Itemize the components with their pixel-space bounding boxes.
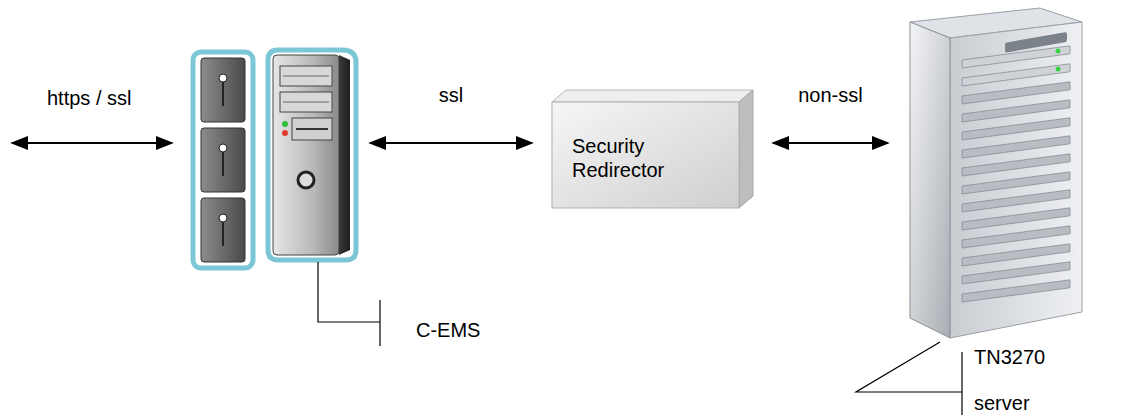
computer-icon — [193, 50, 356, 268]
device-node: TN3270 server — [906, 10, 1082, 340]
server-slot — [962, 100, 1070, 122]
connector-arrow — [370, 142, 532, 144]
device-node: C-EMS — [192, 52, 352, 266]
connection-label: ssl — [436, 83, 466, 107]
server-slot — [962, 244, 1070, 266]
security-box: Security Redirector — [550, 88, 755, 210]
external-arrow — [12, 142, 172, 144]
leader-line — [856, 342, 962, 392]
server-slot — [962, 136, 1070, 158]
box-label: Security Redirector — [572, 134, 692, 182]
server-slot — [962, 172, 1070, 194]
leader-tick — [961, 352, 962, 415]
device-label: TN3270 server — [974, 334, 1064, 417]
server-slot — [962, 154, 1070, 176]
protocol-label: https / ssl — [44, 86, 134, 110]
server-icon — [910, 8, 1082, 338]
server-slot — [962, 280, 1070, 302]
device-label: C-EMS — [416, 318, 506, 342]
server-slot — [962, 208, 1070, 230]
server-slot — [962, 226, 1070, 248]
server-slot — [962, 118, 1070, 140]
server-slot — [962, 190, 1070, 212]
status-led — [1056, 67, 1061, 72]
leader-line — [318, 262, 380, 322]
connection-label: non-ssl — [795, 83, 865, 107]
server-slot — [962, 64, 1070, 86]
connector-arrow — [773, 142, 888, 144]
server-slot — [962, 82, 1070, 104]
server-slot — [962, 262, 1070, 284]
leader-tick — [379, 300, 380, 346]
status-led — [1056, 49, 1061, 54]
